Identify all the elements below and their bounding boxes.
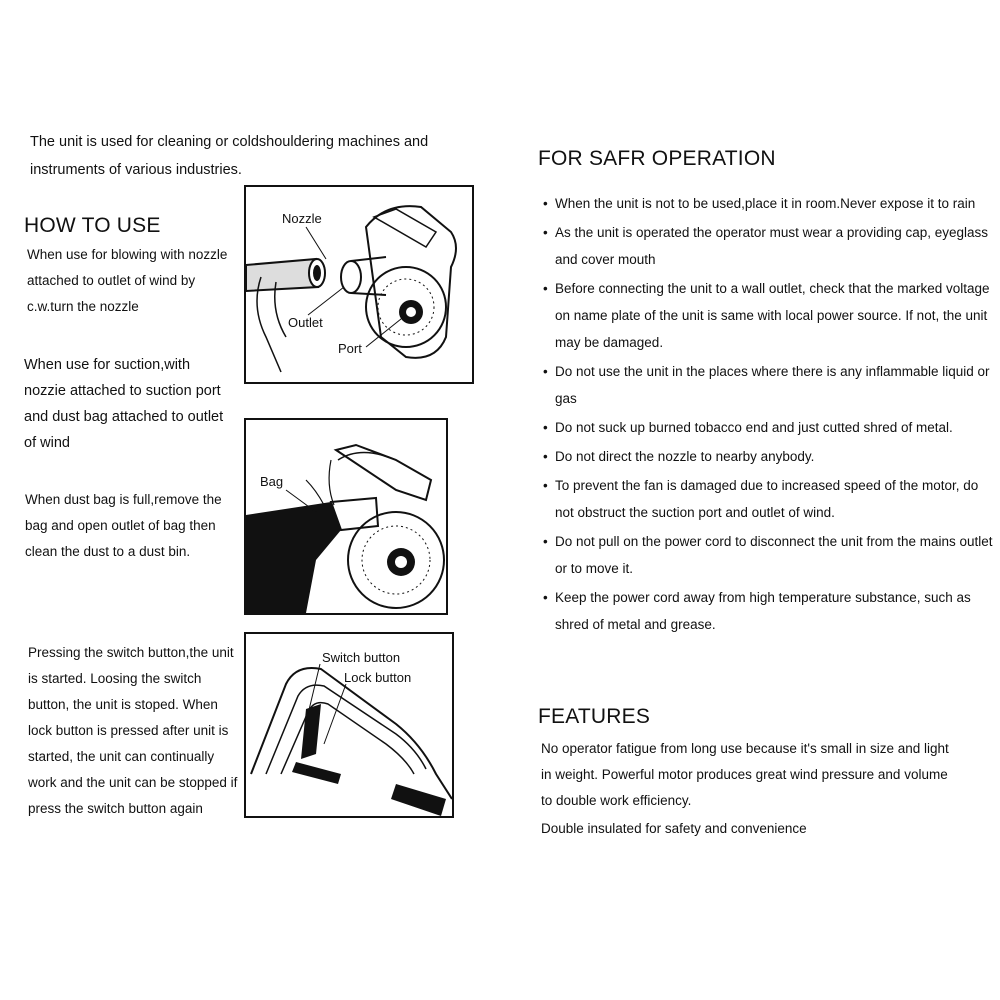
safety-item: Do not pull on the power cord to disconn… <box>540 528 995 582</box>
outlet-label: Outlet <box>288 315 323 330</box>
safety-item: Keep the power cord away from high tempe… <box>540 584 995 638</box>
blowing-instructions: When use for blowing with nozzle attache… <box>27 247 228 314</box>
port-label: Port <box>338 341 362 356</box>
safety-list: When the unit is not to be used,place it… <box>540 190 995 640</box>
safety-item: Do not direct the nozzle to nearby anybo… <box>540 443 995 470</box>
how-to-use-heading: HOW TO USE <box>24 214 161 237</box>
blower-nozzle-illustration: Nozzle Outlet Port <box>246 205 457 373</box>
safety-item: Do not use the unit in the places where … <box>540 358 995 412</box>
safety-heading: FOR SAFR OPERATION <box>538 147 776 170</box>
safety-item: Do not suck up burned tobacco end and ju… <box>540 414 995 441</box>
features-text-insulation: Double insulated for safety and convenie… <box>541 821 807 836</box>
suction-instructions: When use for suction,with nozzie attache… <box>24 357 224 451</box>
switch-button-label: Switch button <box>322 650 400 665</box>
dust-bag-instructions: When dust bag is full,remove the bag and… <box>25 492 222 559</box>
features-text: No operator fatigue from long use becaus… <box>541 741 949 808</box>
safety-item: When the unit is not to be used,place it… <box>540 190 995 217</box>
safety-item: To prevent the fan is damaged due to inc… <box>540 472 995 526</box>
safety-item: Before connecting the unit to a wall out… <box>540 275 995 356</box>
blower-bag-illustration: Bag <box>246 443 445 613</box>
switch-figure: Switch button Lock button <box>244 632 454 818</box>
bag-label: Bag <box>260 474 283 489</box>
nozzle-label: Nozzle <box>282 211 322 226</box>
intro-text: The unit is used for cleaning or coldsho… <box>30 134 429 178</box>
dust-bag-figure: Bag <box>244 418 448 615</box>
lock-button-label: Lock button <box>344 670 411 685</box>
switch-handle-illustration: Switch button Lock button <box>250 650 452 816</box>
safety-item: As the unit is operated the operator mus… <box>540 219 995 273</box>
switch-instructions: Pressing the switch button,the unit is s… <box>28 645 238 816</box>
nozzle-figure: Nozzle Outlet Port <box>244 185 474 384</box>
features-heading: FEATURES <box>538 705 651 728</box>
